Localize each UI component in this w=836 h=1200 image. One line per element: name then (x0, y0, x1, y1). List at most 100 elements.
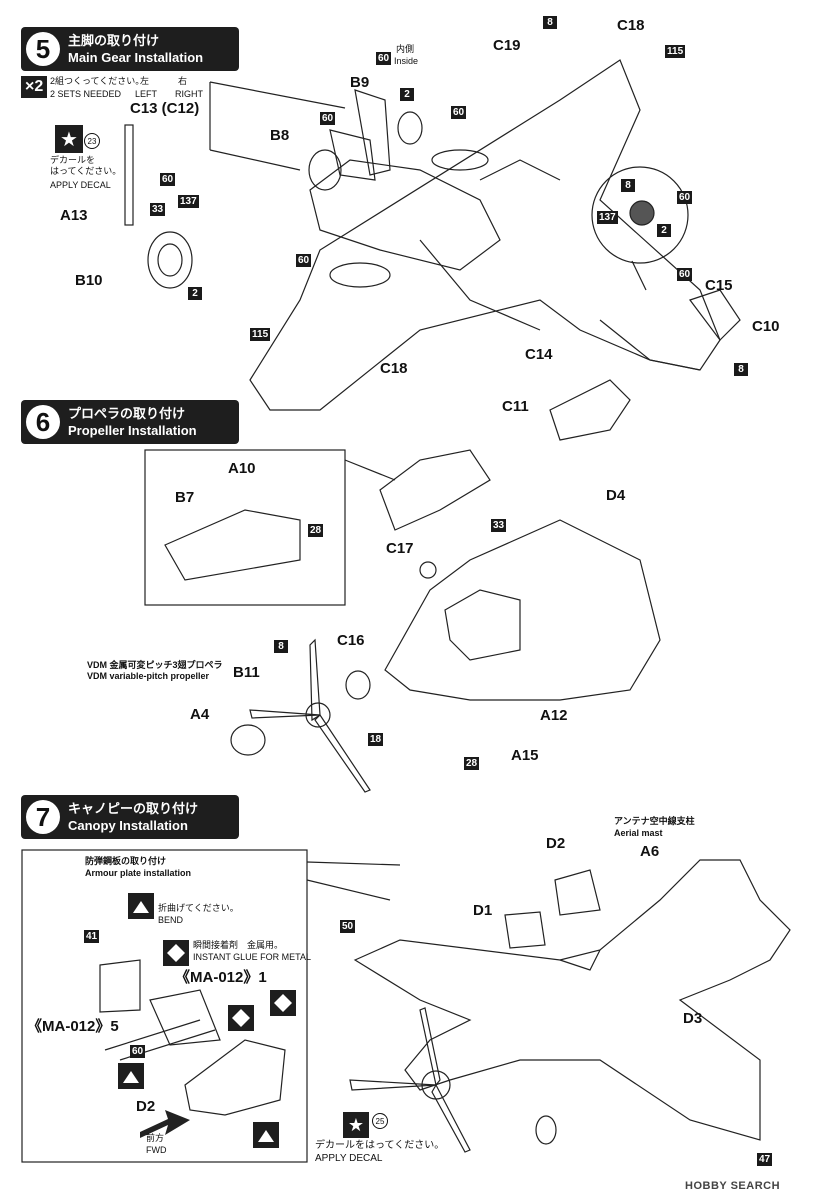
color-code: 47 (757, 1153, 773, 1166)
bend-icon (118, 1063, 144, 1089)
part-b10: B10 (75, 272, 103, 289)
inside-en: Inside (394, 56, 419, 66)
part-c18: C18 (617, 17, 645, 34)
part-c15: C15 (705, 277, 733, 294)
decal-number-23: 23 (84, 133, 100, 149)
step6-header: 6 プロペラの取り付け Propeller Installation (21, 400, 239, 444)
step5-header: 5 主脚の取り付け Main Gear Installation (21, 27, 239, 71)
step7-decal-en: APPLY DECAL (315, 1153, 383, 1164)
glue-icon (228, 1005, 254, 1031)
step5-sets-jp: 2組つくってください。 (50, 76, 145, 86)
glue-icon (270, 990, 296, 1016)
color-code: 8 (621, 179, 635, 192)
step7-number: 7 (26, 800, 60, 834)
part-c16: C16 (337, 632, 365, 649)
ma012-5: 《MA-012》5 (27, 1018, 119, 1035)
color-code: 60 (160, 173, 176, 186)
step7-aircraft (353, 859, 791, 1141)
step5-right-en: RIGHT (175, 89, 203, 99)
step5-title-en: Main Gear Installation (68, 50, 204, 65)
part-c19: C19 (493, 37, 521, 54)
part-a10: A10 (228, 460, 256, 477)
part-b7: B7 (175, 489, 195, 506)
step6-number: 6 (26, 405, 60, 439)
step5-number: 5 (26, 32, 60, 66)
color-code: 60 (296, 254, 312, 267)
color-code: 60 (451, 106, 467, 119)
color-code: 41 (84, 930, 100, 943)
ma012-1: 《MA-012》1 (175, 969, 267, 986)
color-code: 2 (657, 224, 671, 237)
color-code: 60 (677, 268, 693, 281)
prop-jp: VDM 金属可変ピッチ3翅プロペラ (87, 660, 223, 670)
color-code: 8 (543, 16, 557, 29)
color-code: 8 (734, 363, 748, 376)
star-decal-icon: ★ (343, 1112, 369, 1138)
color-code: 115 (250, 328, 271, 341)
color-code: 28 (308, 524, 324, 537)
bend-icon (128, 893, 154, 919)
part-d3: D3 (683, 1010, 703, 1027)
part-d1: D1 (473, 902, 493, 919)
color-code: 8 (274, 640, 288, 653)
part-a6: A6 (640, 843, 660, 860)
part-d4: D4 (606, 487, 626, 504)
step6-title-jp: プロペラの取り付け (68, 406, 186, 421)
inside-jp: 内側 (396, 44, 415, 54)
color-code: 60 (677, 191, 693, 204)
part-c17: C17 (386, 540, 414, 557)
color-code: 18 (368, 733, 384, 746)
step5-decal-jp: デカールを はってください。 (50, 155, 122, 176)
color-code: 33 (491, 519, 507, 532)
part-c10: C10 (752, 318, 780, 335)
armour-en: Armour plate installation (85, 868, 192, 878)
glue-en: INSTANT GLUE FOR METAL (193, 952, 312, 962)
step5-sets-en: 2 SETS NEEDED (50, 89, 122, 99)
aerial-en: Aerial mast (614, 828, 663, 838)
part-c13-c12: C13 (C12) (130, 100, 200, 117)
step5-qty-badge: ×2 (21, 76, 48, 98)
bend-jp: 折曲げてください。 (158, 903, 239, 913)
step7-title-jp: キャノピーの取り付け (68, 801, 199, 816)
step6-fuselage (384, 519, 661, 701)
part-b11: B11 (233, 664, 260, 681)
part-b9: B9 (350, 74, 370, 91)
part-c11: C11 (502, 398, 529, 415)
part-d2: D2 (546, 835, 566, 852)
part-a15: A15 (511, 747, 539, 764)
color-code: 50 (340, 920, 356, 933)
step5-left-en: LEFT (135, 89, 158, 99)
part-d2-detail: D2 (136, 1098, 156, 1115)
color-code: 60 (130, 1045, 146, 1058)
armour-jp: 防弾鋼板の取り付け (85, 856, 167, 866)
part-a4: A4 (190, 706, 210, 723)
fwd-arrow (140, 1110, 190, 1138)
fwd-en: FWD (146, 1145, 167, 1155)
aerial-jp: アンテナ空中線支柱 (614, 816, 695, 826)
color-code: 115 (665, 45, 686, 58)
color-code: 137 (597, 211, 618, 224)
part-c18-lower: C18 (380, 360, 408, 377)
prop-en: VDM variable-pitch propeller (87, 671, 210, 681)
step7-decal-jp: デカールをはってください。 (315, 1140, 445, 1151)
step5-title-jp: 主脚の取り付け (68, 33, 160, 48)
glue-jp: 瞬間接着剤 金属用。 (193, 940, 284, 950)
glue-icon (163, 940, 189, 966)
step5-right-jp: 右 (178, 76, 188, 86)
step7-header: 7 キャノピーの取り付け Canopy Installation (21, 795, 239, 839)
decal-number-25: 25 (372, 1113, 388, 1129)
color-code: 60 (320, 112, 336, 125)
part-b8: B8 (270, 127, 290, 144)
color-code: 33 (150, 203, 166, 216)
step6-title-en: Propeller Installation (68, 423, 197, 438)
color-code: 60 (376, 52, 392, 65)
bend-en: BEND (158, 915, 184, 925)
part-c14: C14 (525, 346, 553, 363)
step5-decal-en: APPLY DECAL (50, 180, 111, 190)
step7-title-en: Canopy Installation (68, 818, 188, 833)
part-a13: A13 (60, 207, 88, 224)
star-decal-icon: ★ (55, 125, 83, 153)
fwd-jp: 前方 (146, 1133, 165, 1143)
bend-icon (253, 1122, 279, 1148)
